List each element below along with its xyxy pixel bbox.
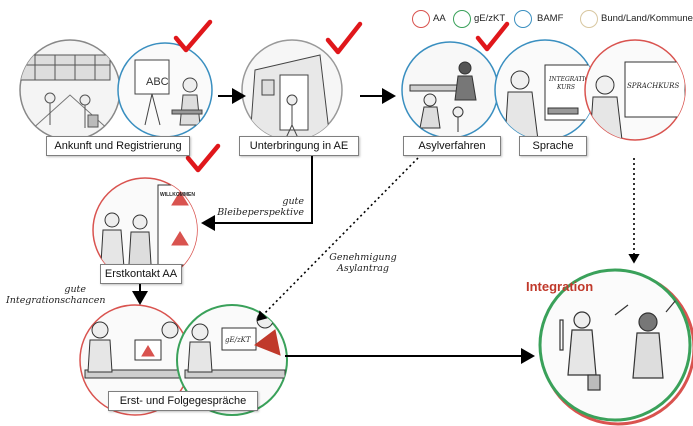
sprachkurs-board-text: SPRACHKURS xyxy=(627,82,679,90)
legend-bund-label: Bund/Land/Kommune xyxy=(601,13,693,24)
dotted-arrow-asyl-to-gespraeche xyxy=(256,157,419,322)
ankunft-station-illustration xyxy=(19,39,121,141)
note-integrationschancen: Integrationschancen xyxy=(6,295,106,306)
sprachkurs-illustration xyxy=(584,39,686,141)
note-bleibeperspektive: Bleibeperspektive xyxy=(217,207,304,218)
note-gute-1: gute xyxy=(282,196,304,207)
checkmark-unterbringung xyxy=(325,21,363,55)
label-integration: Integration xyxy=(526,279,594,294)
label-unterbringung: Unterbringung in AE xyxy=(239,136,359,156)
checkmark-asyl xyxy=(475,21,510,52)
checkmark-ankunft xyxy=(173,19,213,53)
note-gute-2: gute xyxy=(64,284,86,295)
willkommen-sign-text: WILLKOMMEN xyxy=(160,192,195,198)
label-erstkontakt: Erstkontakt AA xyxy=(100,264,182,284)
note-genehmigung: Genehmigung xyxy=(329,252,397,263)
label-asylverfahren: Asylverfahren xyxy=(403,136,501,156)
legend-bamf-label: BAMF xyxy=(537,13,564,24)
integrationskurs-board-line1: INTEGRATIONS xyxy=(548,76,599,83)
legend-ge-label: gE/zKT xyxy=(474,13,506,24)
note-gute-bleibeperspektive: gute Bleibeperspektive xyxy=(212,196,304,218)
ge-zkt-sign-text: gE/zKT xyxy=(225,336,252,344)
folgegespraech-illustration xyxy=(176,304,288,416)
label-gespraeche: Erst- und Folgegespräche xyxy=(108,391,258,411)
legend-aa-swatch xyxy=(412,10,430,28)
arrow-unterbringung-to-erstkontakt xyxy=(201,155,313,231)
abc-board-text: ABC xyxy=(146,76,169,88)
label-sprache: Sprache xyxy=(519,136,587,156)
note-genehmigung-asylantrag: Genehmigung Asylantrag xyxy=(328,252,398,274)
asylverfahren-illustration xyxy=(401,41,499,139)
note-asylantrag: Asylantrag xyxy=(336,263,390,274)
unterbringung-illustration xyxy=(241,39,343,141)
legend-bamf-swatch xyxy=(514,10,532,28)
integrationskurs-illustration xyxy=(494,39,596,141)
integrationskurs-board-line2: KURS xyxy=(556,84,575,91)
registrierung-illustration xyxy=(117,42,213,138)
legend-ge-swatch xyxy=(453,10,471,28)
label-ankunft: Ankunft und Registrierung xyxy=(46,136,190,156)
legend-aa-label: AA xyxy=(433,13,446,24)
legend-bund-swatch xyxy=(580,10,598,28)
note-gute-integrationschancen: gute Integrationschancen xyxy=(6,284,106,306)
integration-illustration xyxy=(538,268,693,426)
checkmark-erstkontakt xyxy=(185,143,221,173)
